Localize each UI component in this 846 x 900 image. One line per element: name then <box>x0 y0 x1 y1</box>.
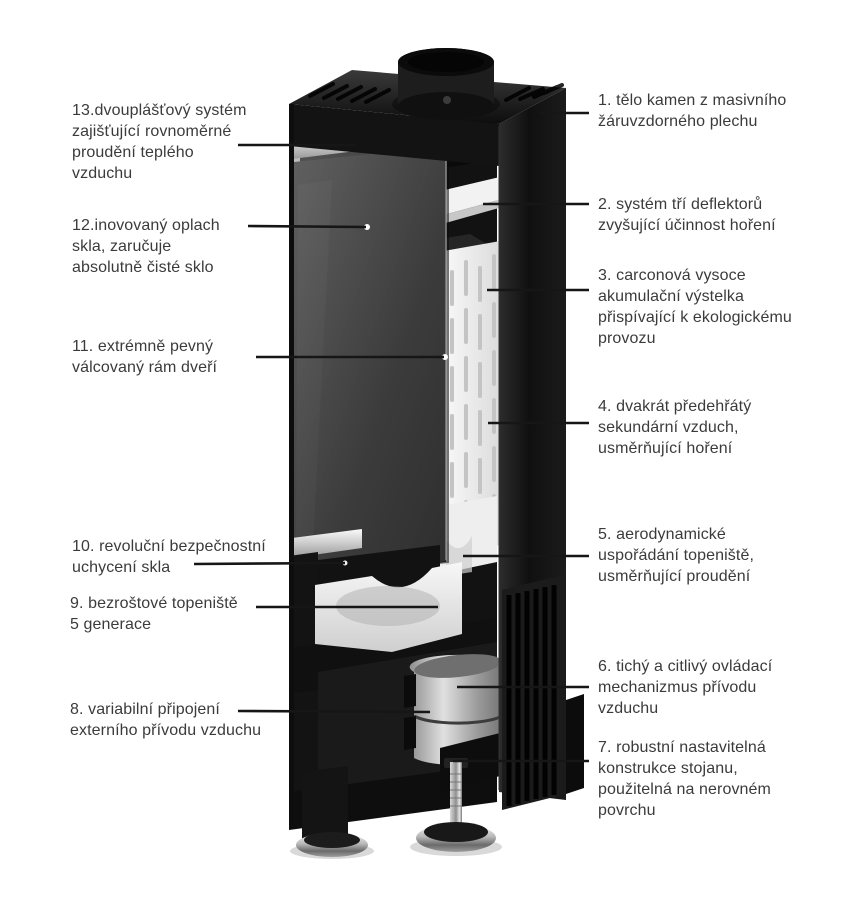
callout-label-9: 9. bezroštové topeniště 5 generace <box>70 595 238 633</box>
callout-label-6: 6. tichý a citlivý ovládací mechanizmus … <box>598 658 773 717</box>
callout-line-12 <box>247 224 367 229</box>
doorframe-marker-dot <box>442 354 448 360</box>
callout-label-2: 2. systém tří deflektorů zvyšující účinn… <box>598 196 776 234</box>
glass-holder-strip <box>292 529 362 558</box>
stand-and-feet <box>290 758 502 859</box>
callout-label-5: 5. aerodynamické uspořádání topeniště, u… <box>598 526 754 585</box>
callout-label-7: 7. robustní nastavitelná konstrukce stoj… <box>598 739 771 819</box>
callout-lines <box>193 111 589 763</box>
callout-label-12: 12.inovovaný oplach skla, zaručuje absol… <box>72 217 220 276</box>
callout-label-4: 4. dvakrát předehřátý sekundární vzduch,… <box>598 398 752 457</box>
callout-label-3: 3. carconová vysoce akumulační výstelka … <box>598 267 792 347</box>
callout-line-8 <box>237 709 431 714</box>
stand-grille <box>502 574 584 810</box>
callout-line-10 <box>193 561 346 566</box>
callout-label-13: 13.dvouplášťový systém zajišťující rovno… <box>72 102 247 182</box>
top-vents <box>308 82 564 104</box>
airwash-marker-dot <box>364 224 370 230</box>
callout-label-1: 1. tělo kamen z masivního žáruvzdorného … <box>598 92 787 130</box>
callout-label-10: 10. revoluční bezpečnostní uchycení skla <box>72 538 266 576</box>
left-leg <box>302 766 348 846</box>
lower-compartment <box>289 642 541 830</box>
flue-collar <box>398 48 494 120</box>
callout-label-8: 8. variabilní připojení externího přívod… <box>70 701 262 739</box>
callout-label-11: 11. extrémně pevný válcovaný rám dveří <box>72 338 218 376</box>
stove-body <box>289 48 584 859</box>
left-edge <box>289 104 294 826</box>
adjustable-foot <box>416 758 496 852</box>
